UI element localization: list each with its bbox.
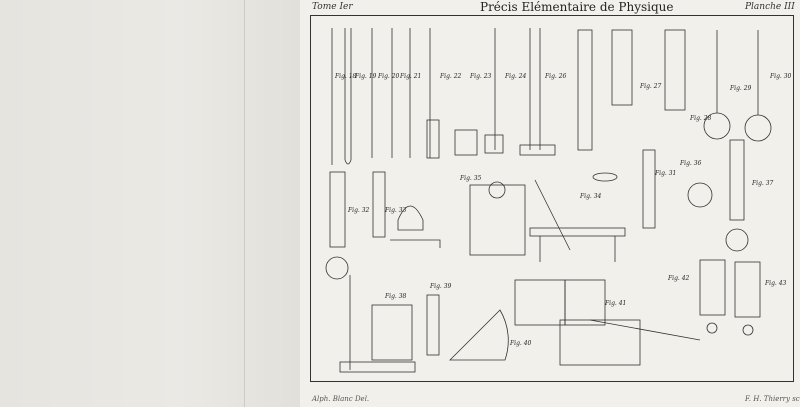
tube-fig39	[426, 294, 440, 356]
base-fig38	[339, 361, 416, 373]
vessel-fig22	[426, 119, 440, 159]
plate-frame	[310, 15, 794, 382]
tube-fig37	[729, 139, 745, 221]
wheel-fig35	[488, 181, 506, 199]
plate-title: Précis Elémentaire de Physique	[480, 0, 674, 14]
cup-fig24	[484, 134, 504, 154]
label-fig24: Fig. 24	[504, 73, 527, 80]
label-fig30: Fig. 30	[769, 73, 792, 80]
label-fig26: Fig. 26	[544, 73, 567, 80]
lever-fig34	[534, 179, 571, 251]
cylinder-fig26	[577, 29, 593, 151]
rod-fig41	[589, 319, 701, 341]
label-fig18: Fig. 18	[334, 73, 357, 80]
frame-fig43	[734, 261, 761, 318]
weight-fig42	[706, 322, 718, 334]
tube-fig33	[372, 171, 386, 238]
page-fold	[244, 0, 245, 407]
label-fig35: Fig. 35	[459, 175, 482, 182]
label-fig29: Fig. 29	[729, 85, 752, 92]
bell-jar-fig33	[397, 205, 424, 231]
frame-fig42	[699, 259, 726, 316]
globe-fig37	[725, 228, 749, 252]
draughtsman-credit: Alph. Blanc Del.	[312, 395, 370, 403]
valve-fig36	[687, 182, 713, 208]
label-fig33: Fig. 33	[384, 207, 407, 214]
pump-fig28	[664, 29, 686, 111]
label-fig31: Fig. 31	[654, 170, 676, 177]
label-fig19: Fig. 19	[354, 73, 377, 80]
label-fig20: Fig. 20	[377, 73, 400, 80]
platform-fig34	[592, 172, 618, 182]
label-fig27: Fig. 27	[639, 83, 662, 90]
label-fig28: Fig. 28	[689, 115, 712, 122]
label-fig43: Fig. 43	[764, 280, 787, 287]
plate-number: Planche III	[745, 2, 795, 12]
tube-fig32	[329, 171, 346, 248]
label-fig36: Fig. 36	[679, 160, 702, 167]
siphon-fig33	[390, 239, 441, 248]
trough-fig41	[559, 319, 641, 366]
box-fig40b	[564, 279, 606, 326]
label-fig38: Fig. 38	[384, 293, 407, 300]
press-frame-fig35	[469, 184, 526, 256]
volume-label: Tome Ier	[312, 2, 353, 12]
tube-fig19-bend	[344, 159, 352, 165]
engraver-credit: F. H. Thierry sculp.	[745, 395, 800, 403]
table-fig34	[529, 227, 626, 237]
tube-fig31	[642, 149, 656, 229]
label-fig22: Fig. 22	[439, 73, 462, 80]
label-fig40: Fig. 40	[509, 340, 532, 347]
box-fig40a	[514, 279, 566, 326]
quadrant-fig39	[449, 309, 509, 361]
label-fig42: Fig. 42	[667, 275, 690, 282]
globe-fig32	[325, 256, 349, 280]
flask-fig23	[454, 129, 478, 156]
label-fig37: Fig. 37	[751, 180, 774, 187]
label-fig32: Fig. 32	[347, 207, 370, 214]
label-fig23: Fig. 23	[469, 73, 492, 80]
label-fig34: Fig. 34	[579, 193, 602, 200]
base-fig26	[519, 144, 556, 156]
label-fig41: Fig. 41	[604, 300, 626, 307]
blank-left-page	[0, 0, 300, 407]
label-fig39: Fig. 39	[429, 283, 452, 290]
label-fig21: Fig. 21	[399, 73, 421, 80]
globe-fig30	[744, 114, 772, 142]
weight-fig43	[742, 324, 754, 336]
pump-fig27	[611, 29, 633, 106]
coil-fig38	[371, 304, 413, 361]
